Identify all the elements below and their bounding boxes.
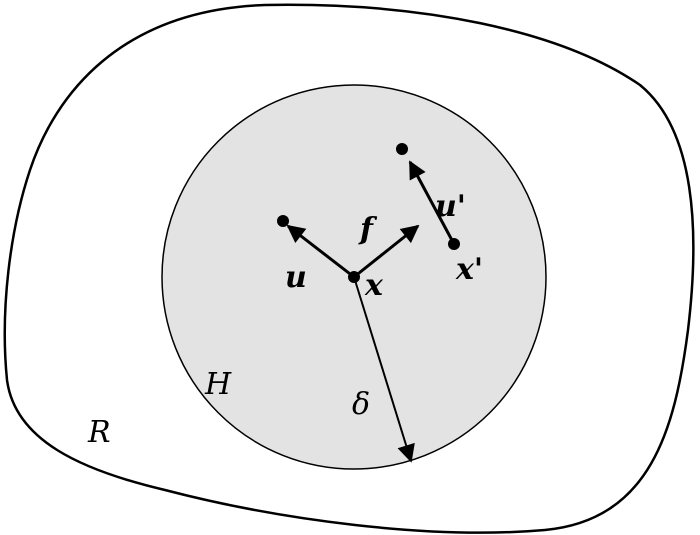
displacement-u-arrow (286, 224, 355, 279)
neighbor-u-prime-tip-dot (396, 143, 408, 155)
horizon-radius-label: δ (352, 387, 370, 422)
neighbor-point-x-prime-dot (448, 238, 460, 250)
neighbor-displacement-u-prime-arrow (408, 160, 456, 245)
horizon-radius-arrow (353, 276, 415, 463)
displacement-u-tip-dot (277, 215, 289, 227)
neighbor-point-x-prime-label: x' (455, 252, 483, 287)
point-x-label: x (364, 268, 384, 303)
horizon-label: H (204, 367, 232, 402)
force-f-arrow (353, 224, 420, 279)
region-label: R (87, 415, 111, 450)
neighbor-displacement-u-prime-label: u' (435, 189, 466, 224)
point-x-dot (348, 271, 360, 283)
region-boundary (3, 3, 695, 534)
displacement-u-label: u (285, 260, 307, 295)
